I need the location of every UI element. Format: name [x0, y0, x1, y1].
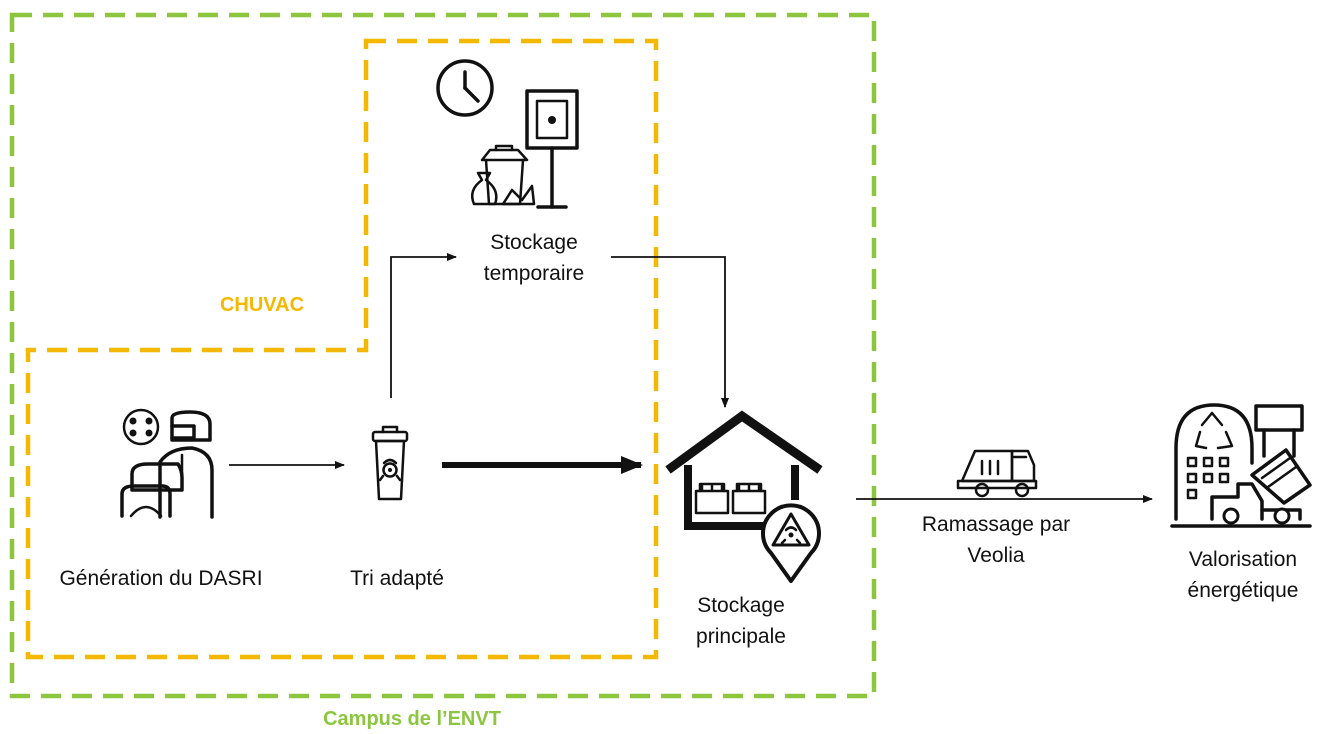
biohazard-warehouse-icon — [665, 410, 823, 583]
clock-icon — [436, 59, 494, 117]
container-icon — [731, 482, 767, 515]
principale-label-line1: Stockage — [697, 594, 785, 617]
temporaire-label-line1: Stockage — [490, 231, 578, 254]
signpost-icon — [525, 89, 579, 209]
temporaire-label-line2: temporaire — [484, 262, 584, 285]
biohazard-pin-icon — [761, 503, 821, 583]
chuvac-zone-label: CHUVAC — [220, 294, 304, 316]
health-worker-icon — [120, 408, 214, 519]
chuvac-zone-border — [25, 38, 659, 660]
arrow-tri-to-temporaire — [390, 253, 457, 398]
arrow-temporaire-to-principale — [611, 256, 729, 408]
recycle-icon — [1194, 411, 1234, 450]
valorisation-label-line1: Valorisation — [1189, 548, 1297, 571]
valorisation-label-line2: énergétique — [1188, 579, 1299, 602]
tri-label: Tri adapté — [350, 567, 444, 590]
campus-zone-label: Campus de l’ENVT — [323, 708, 501, 730]
garbage-bag-icon — [471, 171, 498, 206]
ramassage-label-line1: Ramassage par — [922, 513, 1070, 536]
principale-label-line2: principale — [696, 625, 786, 648]
debris-icon — [501, 184, 536, 206]
container-icon — [694, 482, 730, 515]
biohazard-bin-icon — [371, 425, 409, 501]
temporary-storage-icon — [436, 59, 579, 209]
ramassage-label-line2: Veolia — [967, 544, 1025, 567]
generation-label: Génération du DASRI — [59, 567, 262, 590]
campus-zone-border — [9, 12, 877, 699]
recycling-plant-icon — [1170, 403, 1312, 528]
garbage-truck-icon — [956, 449, 1038, 498]
